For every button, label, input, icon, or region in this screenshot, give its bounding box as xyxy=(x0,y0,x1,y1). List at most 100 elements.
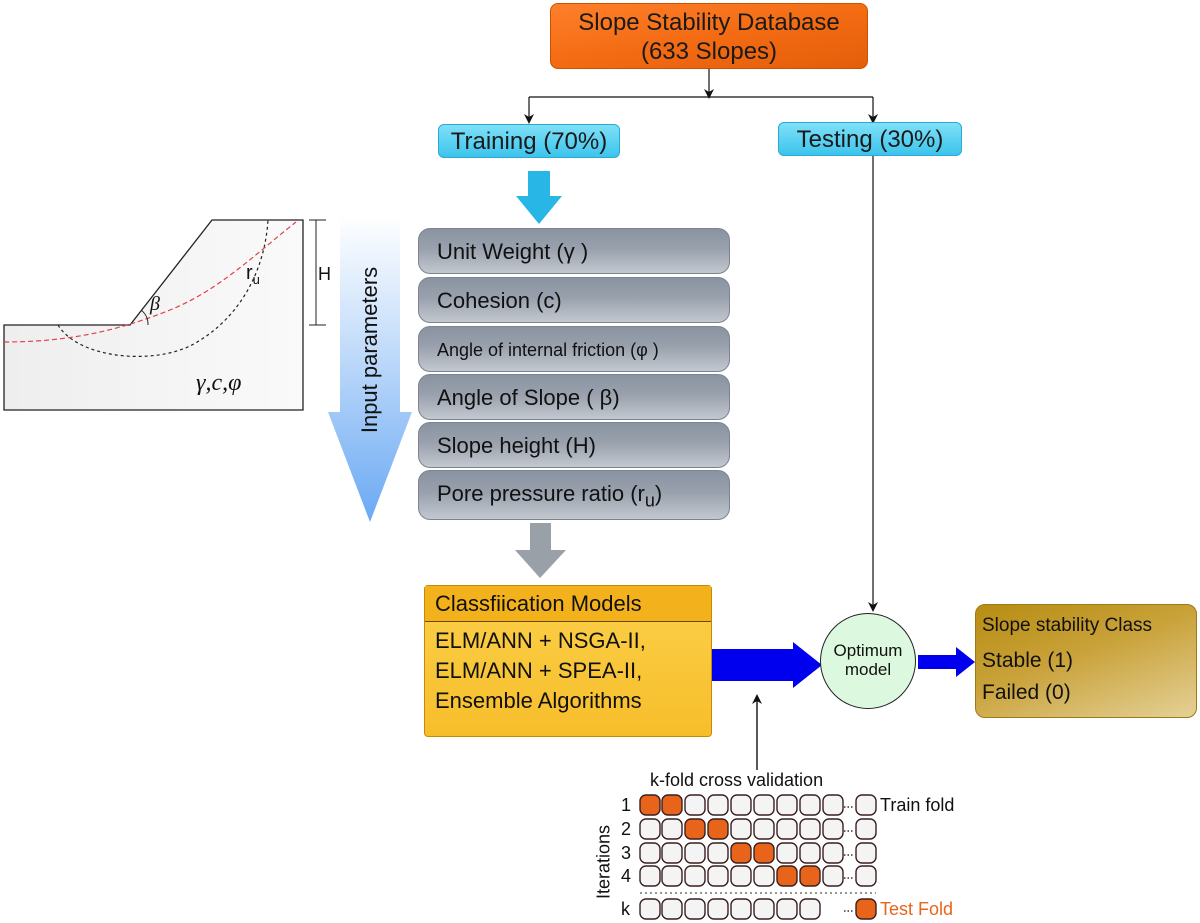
optimum-line-1: Optimum xyxy=(833,641,903,660)
training-box: Training (70%) xyxy=(438,124,620,158)
kfold-cell xyxy=(707,842,729,864)
testing-box: Testing (30%) xyxy=(778,122,962,156)
pore-pressure-text: Pore pressure ratio (r xyxy=(437,481,645,506)
kfold-cell-active xyxy=(799,865,821,887)
kfold-cell xyxy=(707,794,729,816)
kfold-cell xyxy=(661,818,683,840)
kfold-cell xyxy=(639,818,661,840)
height-label: H xyxy=(318,264,331,284)
database-count: (633 Slopes) xyxy=(640,38,778,65)
kfold-row-label-2: 2 xyxy=(621,819,632,839)
kfold-cell-active xyxy=(753,842,775,864)
kfold-row-label-k: k xyxy=(621,899,630,919)
ru-main: r xyxy=(246,262,253,284)
pore-pressure-close: ) xyxy=(654,481,663,506)
param-slope-height: Slope height (H) xyxy=(418,422,730,468)
stable-label: Stable (1) xyxy=(982,649,1074,672)
param-slope-angle: Angle of Slope ( β) xyxy=(418,374,730,420)
kfold-cell xyxy=(684,898,706,920)
kfold-cell xyxy=(776,818,798,840)
classification-models-box: Classfiication Models ELM/ANN + NSGA-II,… xyxy=(424,585,712,737)
param-unit-weight: Unit Weight (γ ) xyxy=(418,228,730,274)
kfold-cell-test xyxy=(855,898,877,920)
kfold-cell xyxy=(776,794,798,816)
params-down-arrow xyxy=(515,523,566,578)
kfold-cell xyxy=(639,898,661,920)
kfold-cell xyxy=(855,794,877,816)
ru-label: ru xyxy=(246,262,260,287)
kfold-cell-active xyxy=(730,842,752,864)
kfold-cell xyxy=(661,898,683,920)
kfold-cell xyxy=(707,898,729,920)
angle-arc xyxy=(140,309,149,326)
model-line-2: ELM/ANN + SPEA-II, xyxy=(435,658,643,683)
kfold-cell xyxy=(684,794,706,816)
kfold-cell xyxy=(753,865,775,887)
kfold-cell xyxy=(822,842,844,864)
kfold-cell xyxy=(799,842,821,864)
kfold-cell xyxy=(799,818,821,840)
train-fold-label: Train fold xyxy=(880,795,955,815)
kfold-cell xyxy=(776,842,798,864)
training-down-arrow xyxy=(516,171,562,224)
kfold-cell xyxy=(822,794,844,816)
kfold-cell xyxy=(799,794,821,816)
stability-class-title: Slope stability Class xyxy=(982,615,1153,636)
database-box: Slope Stability Database (633 Slopes) xyxy=(550,3,868,69)
kfold-cell xyxy=(855,865,877,887)
optimum-to-class-arrow xyxy=(918,647,975,677)
param-friction-angle: Angle of internal friction (φ ) xyxy=(418,326,730,372)
stability-class-box: Slope stability Class Stable (1) Failed … xyxy=(975,604,1197,718)
kfold-cell xyxy=(753,818,775,840)
phreatic-line-red xyxy=(3,221,297,343)
kfold-title: k-fold cross validation xyxy=(650,770,824,790)
kfold-axis-label: Iterations xyxy=(593,824,614,900)
kfold-cell xyxy=(639,865,661,887)
kfold-cell xyxy=(822,865,844,887)
kfold-cell xyxy=(855,818,877,840)
angle-label: β xyxy=(150,293,160,315)
failed-label: Failed (0) xyxy=(982,681,1071,704)
kfold-cell xyxy=(776,898,798,920)
classification-models-title: Classfiication Models xyxy=(425,586,711,622)
kfold-cell-active xyxy=(684,818,706,840)
param-cohesion: Cohesion (c) xyxy=(418,277,730,323)
kfold-cell xyxy=(684,865,706,887)
kfold-cell xyxy=(661,842,683,864)
kfold-cell xyxy=(707,865,729,887)
pore-pressure-subscript: u xyxy=(644,490,655,511)
models-to-optimum-arrow xyxy=(712,642,822,688)
kfold-row-label-1: 1 xyxy=(621,795,632,815)
kfold-row-label-3: 3 xyxy=(621,843,632,863)
ru-subscript: u xyxy=(252,272,260,287)
kfold-cell-active xyxy=(776,865,798,887)
slope-figure xyxy=(3,219,326,411)
param-pore-pressure: Pore pressure ratio (ru) xyxy=(418,470,730,520)
kfold-cell xyxy=(753,898,775,920)
kfold-cell xyxy=(855,842,877,864)
model-line-3: Ensemble Algorithms xyxy=(435,688,642,713)
optimum-line-2: model xyxy=(844,660,892,679)
kfold-cell xyxy=(822,818,844,840)
kfold-cell-active xyxy=(707,818,729,840)
input-parameters-label: Input parameters xyxy=(357,266,382,434)
database-title: Slope Stability Database xyxy=(578,9,840,36)
kfold-cell-active xyxy=(661,794,683,816)
input-parameters-arrow xyxy=(328,215,412,522)
model-line-1: ELM/ANN + NSGA-II, xyxy=(435,628,646,653)
test-fold-label: Test Fold xyxy=(880,899,954,919)
kfold-cell xyxy=(661,865,683,887)
kfold-grid xyxy=(639,794,877,920)
soil-properties-label: γ,c,φ xyxy=(196,370,242,396)
kfold-cell-active xyxy=(639,794,661,816)
kfold-cell xyxy=(730,865,752,887)
kfold-cell xyxy=(753,794,775,816)
kfold-cell xyxy=(730,794,752,816)
slope-body xyxy=(3,219,304,411)
kfold-row-label-4: 4 xyxy=(621,866,632,886)
kfold-cell xyxy=(799,898,821,920)
kfold-cell xyxy=(639,842,661,864)
kfold-cell xyxy=(730,898,752,920)
